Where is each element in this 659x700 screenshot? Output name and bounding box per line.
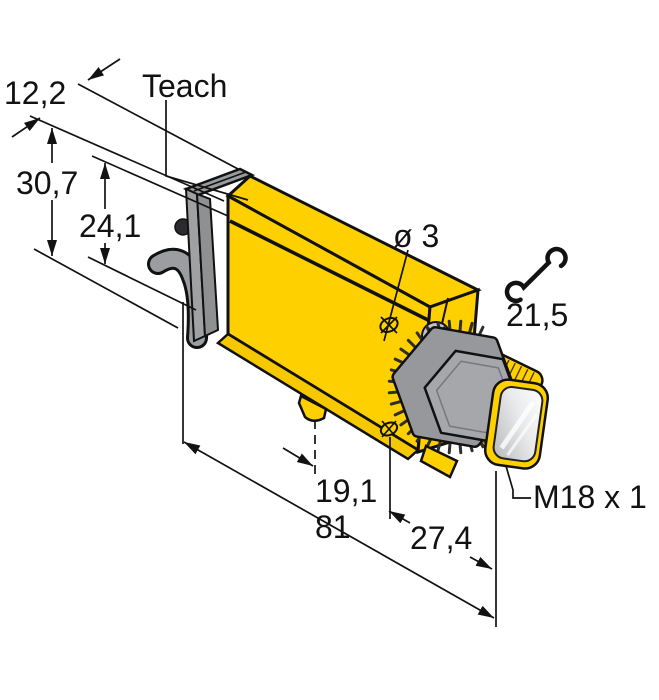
rear-end-cap: [182, 167, 256, 343]
teach-label: Teach: [142, 68, 227, 104]
cover-seam: [229, 219, 437, 326]
sensor-body: [147, 167, 550, 479]
thread-size-label: M18 x 1: [533, 479, 647, 515]
dimension-top-width: [11, 58, 239, 202]
dim-overall-length-label: 81: [315, 509, 351, 545]
lens-face: [492, 385, 544, 463]
annotations: [11, 58, 568, 627]
dim-front-length-label: 27,4: [410, 520, 472, 556]
dim-top-width-label: 12,2: [4, 75, 66, 111]
dimension-body-height: [87, 155, 229, 311]
hole-diameter-label: ø 3: [393, 218, 439, 254]
dim-overall-height-label: 30,7: [16, 165, 78, 201]
hole-callout: [380, 249, 409, 438]
dim-tab-offset-label: 19,1: [315, 473, 377, 509]
dim-body-height-label: 24,1: [79, 208, 141, 244]
dimension-tab-offset: [282, 420, 316, 478]
dimension-overall-length: [182, 302, 495, 619]
bottom-tab: [297, 394, 328, 422]
thread-leader: [505, 465, 531, 499]
dimension-overall-height: [33, 128, 179, 329]
dimension-front-length: [388, 437, 497, 627]
teach-leader: [165, 100, 249, 201]
dim-wrench-size-label: 21,5: [506, 297, 568, 333]
wrench-icon: [504, 246, 568, 304]
